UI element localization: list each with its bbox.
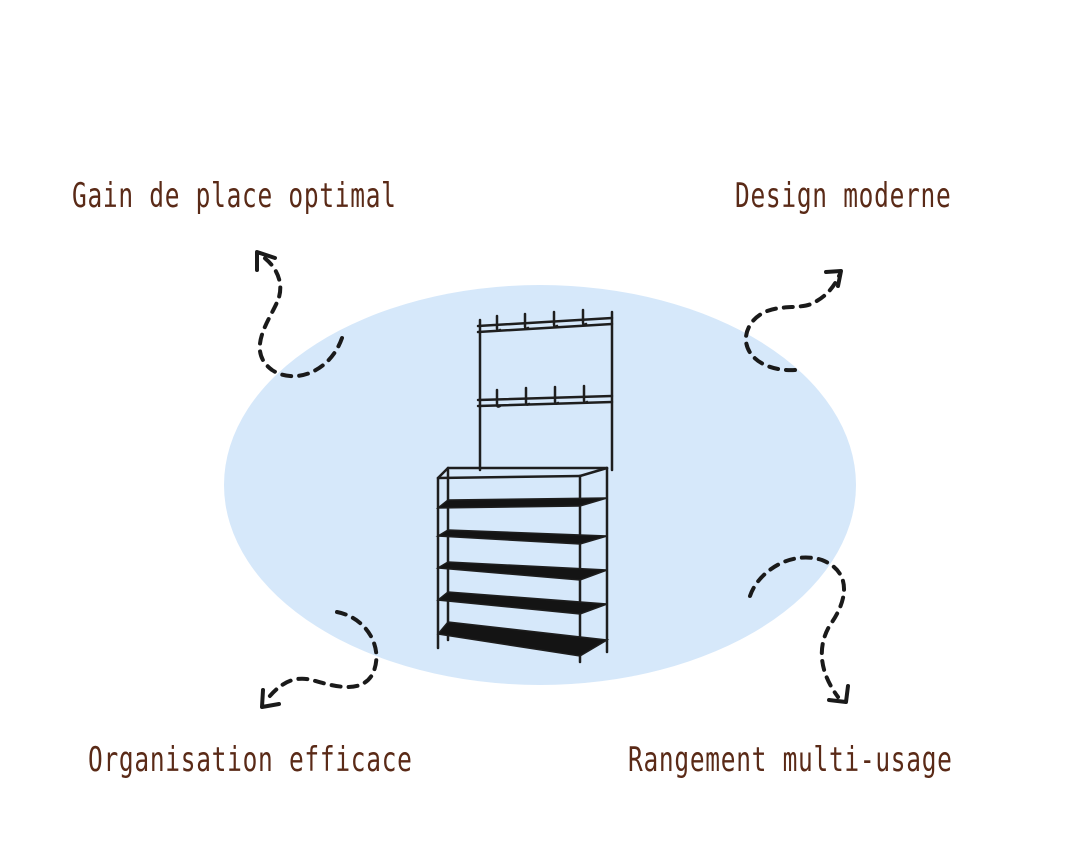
feature-label-multi-use: Rangement multi-usage: [628, 740, 953, 780]
arrow-top-left-head-icon: [255, 250, 277, 272]
arrow-bottom-right-icon: [748, 555, 846, 699]
arrow-bottom-left-icon: [263, 610, 379, 704]
arrow-top-right-icon: [744, 272, 842, 373]
arrow-top-right-head-icon: [824, 269, 843, 288]
shoe-rack-icon: [436, 308, 614, 664]
background-blob: [224, 285, 856, 685]
arrow-top-left-icon: [257, 254, 344, 379]
arrow-bottom-right-head-icon: [827, 684, 850, 704]
feature-label-space-saving: Gain de place optimal: [72, 176, 397, 216]
feature-label-modern-design: Design moderne: [735, 176, 952, 216]
arrow-bottom-left-head-icon: [260, 688, 281, 709]
shoe-rack-shelves: [435, 497, 610, 657]
feature-label-organization: Organisation efficace: [88, 740, 413, 780]
